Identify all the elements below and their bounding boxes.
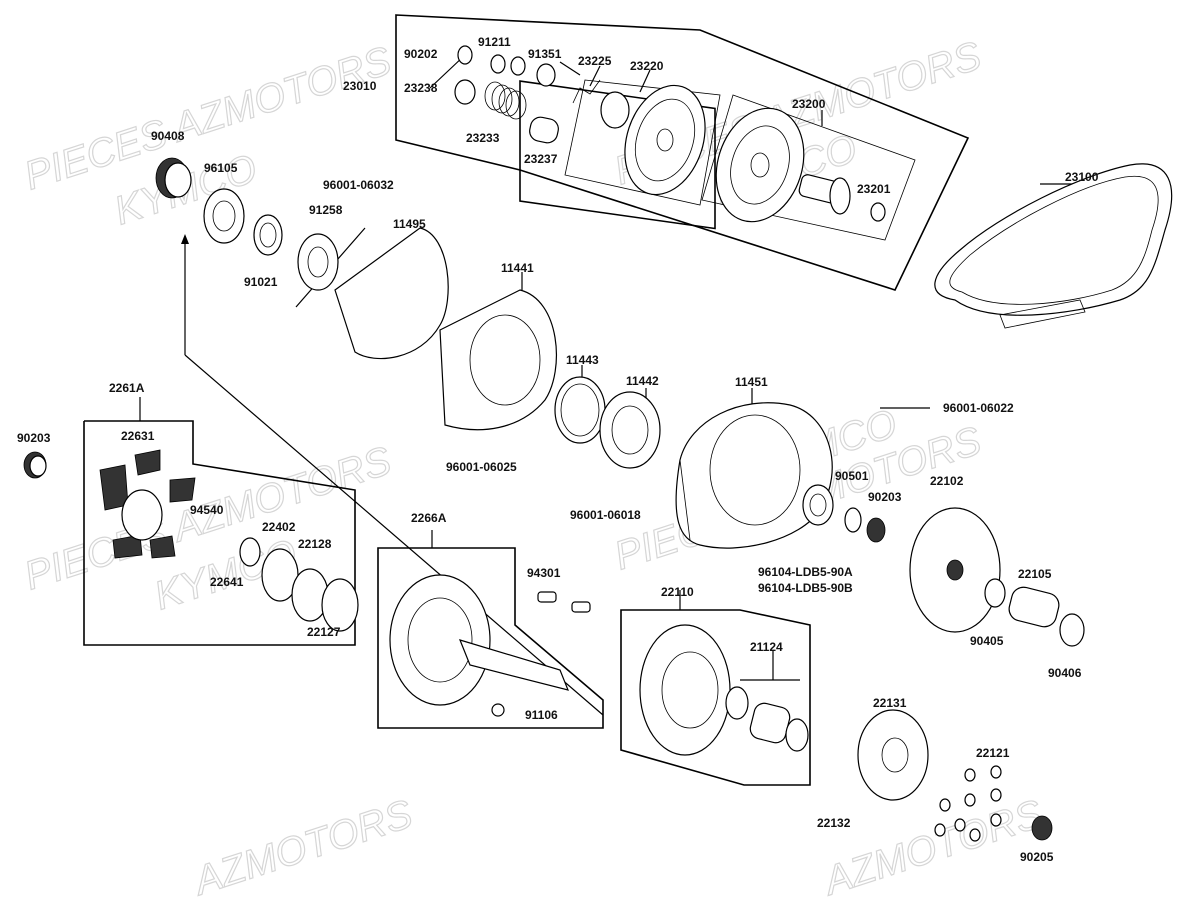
part-label-23237: 23237 (524, 152, 558, 166)
part-label-90203: 90203 (17, 431, 51, 445)
part-labels: 90202 91211 91351 23225 23220 23010 2323… (17, 35, 1099, 864)
part-label-23100: 23100 (1065, 170, 1099, 184)
part-label-91211: 91211 (478, 35, 511, 49)
part-label-94301: 94301 (527, 566, 561, 580)
part-label-91106: 91106 (525, 708, 558, 722)
part-label-23200: 23200 (792, 97, 826, 111)
fan-cover-11451 (675, 402, 833, 549)
box-2266A (377, 547, 604, 729)
part-label-91351: 91351 (528, 47, 562, 61)
box-2261A (83, 420, 356, 646)
box-23010 (395, 14, 970, 291)
part-label-96001-06018: 96001-06018 (570, 508, 641, 522)
spring-23233 (484, 81, 527, 120)
part-label-90202: 90202 (404, 47, 438, 61)
part-label-91258: 91258 (309, 203, 343, 217)
part-label-90406: 90406 (1048, 666, 1082, 680)
part-label-90405: 90405 (970, 634, 1004, 648)
part-label-11442: 11442 (626, 374, 659, 388)
part-label-23010: 23010 (343, 79, 377, 93)
part-label-2266A: 2266A (411, 511, 447, 525)
part-label-22128: 22128 (298, 537, 332, 551)
part-label-23220: 23220 (630, 59, 664, 73)
part-label-2261A: 2261A (109, 381, 145, 395)
part-label-11441: 11441 (501, 261, 534, 275)
clutch-bell-2266A-parts (389, 574, 591, 717)
part-label-23238: 23238 (404, 81, 438, 95)
part-label-23201: 23201 (857, 182, 891, 196)
pulley-23220 (600, 84, 706, 196)
part-label-22105: 22105 (1018, 567, 1052, 581)
part-label-22102: 22102 (930, 474, 964, 488)
part-label-11451: 11451 (735, 375, 768, 389)
part-label-23233: 23233 (466, 131, 500, 145)
seal-parts (802, 484, 886, 543)
part-label-90501: 90501 (835, 469, 869, 483)
part-label-96001-06025: 96001-06025 (446, 460, 517, 474)
part-label-96104-LDB5-90B: 96104-LDB5-90B (758, 581, 853, 595)
cover-parts (155, 157, 661, 469)
clutch-2261A-parts (23, 449, 359, 632)
variator-22131-parts (857, 709, 1053, 842)
part-label-11495: 11495 (393, 217, 426, 231)
watermark-text: AZMOTORS (187, 792, 418, 900)
group-boxes (83, 14, 970, 786)
parts-23010 (454, 45, 886, 223)
part-label-90203-b: 90203 (868, 490, 902, 504)
part-label-91021: 91021 (244, 275, 278, 289)
part-label-96104-LDB5-90A: 96104-LDB5-90A (758, 565, 853, 579)
watermark-text: AZMOTORS (817, 792, 1048, 900)
part-label-96105: 96105 (204, 161, 238, 175)
part-label-96001-06022: 96001-06022 (943, 401, 1014, 415)
part-label-22402: 22402 (262, 520, 296, 534)
part-label-22641: 22641 (210, 575, 244, 589)
part-label-22131: 22131 (873, 696, 907, 710)
part-label-23225: 23225 (578, 54, 612, 68)
pulley-23200 (715, 107, 886, 223)
part-label-94540: 94540 (190, 503, 224, 517)
part-label-11443: 11443 (566, 353, 599, 367)
part-label-22631: 22631 (121, 429, 155, 443)
driven-pulley-22102 (909, 507, 1085, 647)
part-label-96001-06032: 96001-06032 (323, 178, 394, 192)
part-label-21124: 21124 (750, 640, 783, 654)
box-23200-inner (701, 94, 916, 241)
part-label-22110: 22110 (661, 585, 694, 599)
drive-belt-23100 (934, 163, 1173, 329)
part-label-90205: 90205 (1020, 850, 1054, 864)
driven-face-22110-parts (639, 624, 809, 756)
part-label-90408: 90408 (151, 129, 185, 143)
part-label-22132: 22132 (817, 816, 851, 830)
part-label-22127: 22127 (307, 625, 341, 639)
box-22110 (620, 609, 811, 786)
part-label-22121: 22121 (976, 746, 1010, 760)
